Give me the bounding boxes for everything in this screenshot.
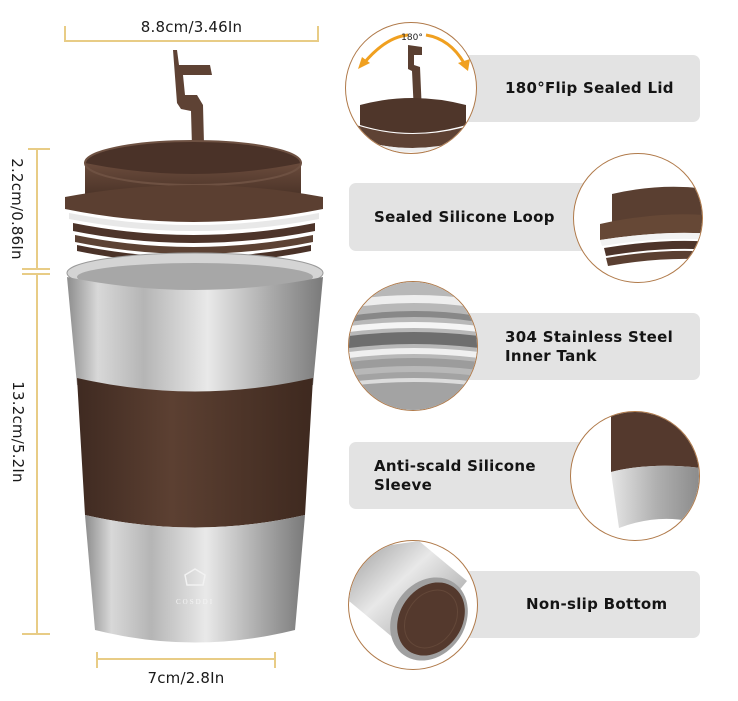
body-height-tick-top	[22, 273, 50, 275]
top-width-line	[64, 40, 319, 42]
feature-steel-tank-line2: Inner Tank	[505, 346, 597, 365]
feature-silicone-loop: Sealed Silicone Loop	[349, 183, 609, 251]
feature-flip-lid-label: 180°Flip Sealed Lid	[505, 79, 674, 97]
flip-lid-closeup-icon: 180°	[345, 22, 477, 154]
feature-steel-tank-label: 304 Stainless Steel Inner Tank	[505, 328, 673, 366]
feature-steel-tank: 304 Stainless Steel Inner Tank	[450, 313, 700, 380]
lid-height-tick-top	[28, 148, 50, 150]
steel-tank-closeup-icon	[348, 281, 478, 411]
bottom-width-line	[96, 658, 276, 660]
dimension-bottom-width: 7cm/2.8In	[96, 652, 276, 692]
feature-flip-lid: 180°Flip Sealed Lid	[450, 55, 700, 122]
feature-sleeve-line2: Sleeve	[374, 475, 433, 494]
feature-sleeve-label: Anti-scald Silicone Sleeve	[374, 457, 536, 495]
bottom-closeup-icon	[348, 540, 478, 670]
body-height-line	[36, 273, 38, 635]
bottom-width-tick-left	[96, 652, 98, 668]
sleeve-closeup-icon	[570, 411, 700, 541]
dimension-top-width: 8.8cm/3.46In	[64, 18, 319, 58]
feature-silicone-loop-label: Sealed Silicone Loop	[374, 207, 555, 226]
body-height-tick-bottom	[22, 633, 50, 635]
bottom-width-label: 7cm/2.8In	[147, 669, 225, 687]
body-height-label: 13.2cm/5.2In	[9, 381, 27, 483]
bottom-width-tick-right	[274, 652, 276, 668]
silicone-loop-closeup-icon	[573, 153, 703, 283]
top-width-tick-right	[317, 26, 319, 42]
top-width-label: 8.8cm/3.46In	[140, 18, 243, 36]
lid-height-tick-bottom	[22, 268, 50, 270]
tumbler-illustration: COSDDI	[55, 45, 335, 645]
top-width-tick-left	[64, 26, 66, 42]
dimension-lid-height: 2.2cm/0.86In	[0, 148, 55, 273]
feature-sleeve-line1: Anti-scald Silicone	[374, 456, 536, 475]
lid-height-line	[36, 148, 38, 270]
feature-bottom: Non-slip Bottom	[450, 571, 700, 638]
svg-text:COSDDI: COSDDI	[176, 598, 214, 606]
feature-sleeve: Anti-scald Silicone Sleeve	[349, 442, 609, 509]
tumbler-icon: COSDDI	[65, 50, 324, 643]
lid-height-label: 2.2cm/0.86In	[8, 158, 26, 260]
dimension-body-height: 13.2cm/5.2In	[0, 273, 55, 638]
feature-steel-tank-line1: 304 Stainless Steel	[505, 327, 674, 346]
feature-bottom-label: Non-slip Bottom	[526, 595, 668, 613]
svg-text:180°: 180°	[401, 33, 423, 43]
